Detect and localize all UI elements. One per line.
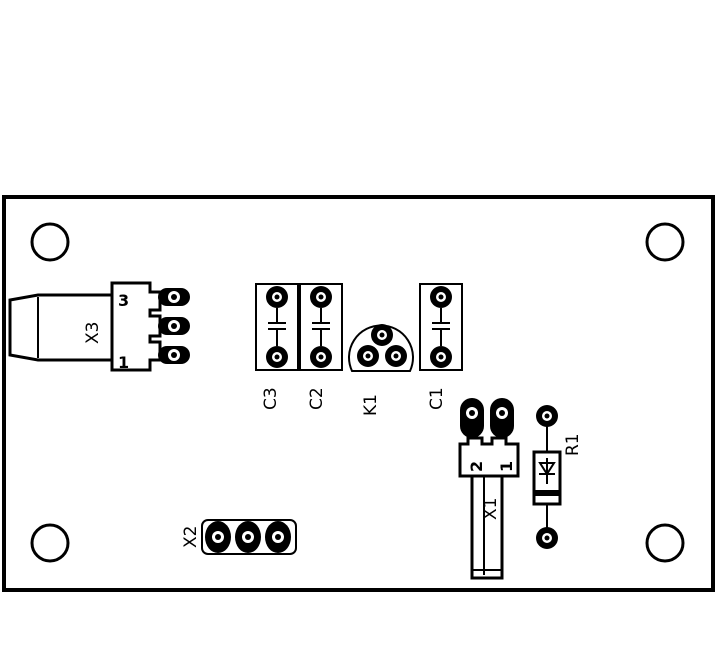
mounting-hole — [30, 222, 70, 262]
x3-pin-1-label: 1 — [118, 353, 129, 372]
k1-label: K1 — [361, 394, 381, 416]
c2-label: C2 — [307, 387, 327, 410]
x3-connector: 3 1 X3 — [8, 281, 190, 372]
c3-capacitor: C3 — [255, 283, 299, 410]
c2-capacitor: C2 — [299, 283, 343, 410]
x3-label: X3 — [83, 322, 103, 344]
x2-label: X2 — [181, 526, 201, 548]
x1-label: X1 — [481, 498, 501, 520]
c1-label: C1 — [427, 387, 447, 410]
c3-label: C3 — [261, 387, 281, 410]
mounting-hole — [645, 222, 685, 262]
mounting-hole — [645, 523, 685, 563]
board-outline — [2, 195, 715, 592]
mounting-hole — [30, 523, 70, 563]
x1-pin-1-label: 1 — [497, 461, 516, 472]
x1-pin-2-label: 2 — [467, 461, 486, 472]
r1-component: R1 — [532, 405, 583, 549]
k1-component: K1 — [348, 324, 414, 416]
x1-connector: 2 1 X1 — [458, 398, 520, 580]
c1-capacitor: C1 — [419, 283, 463, 410]
r1-label: R1 — [563, 433, 583, 456]
x2-header: X2 — [181, 519, 297, 555]
x3-pin-3-label: 3 — [118, 291, 129, 310]
